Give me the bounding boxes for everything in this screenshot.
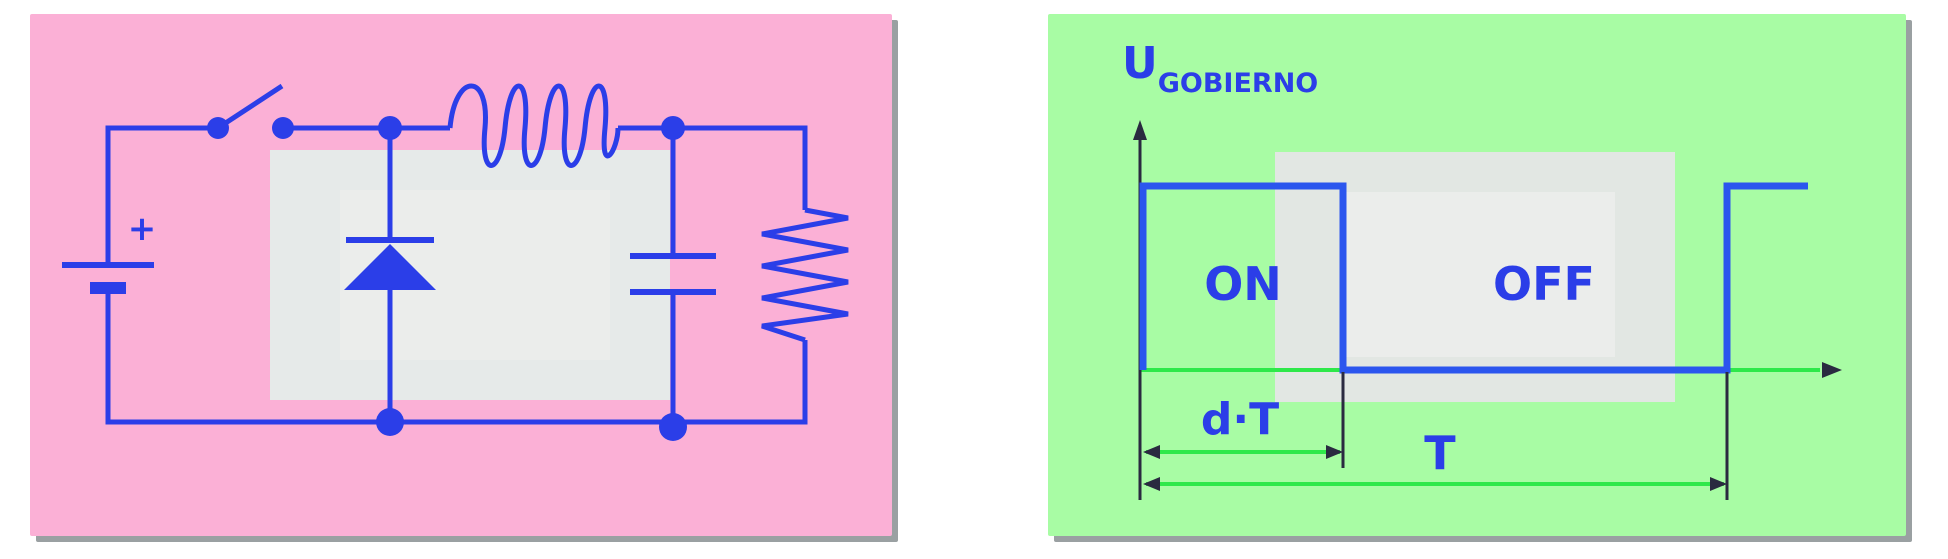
on-time-arrow-right bbox=[1326, 445, 1343, 459]
period-arrow-left bbox=[1143, 477, 1160, 491]
on-label: ON bbox=[1204, 257, 1282, 311]
signal-label-main: U bbox=[1122, 38, 1158, 89]
junction-diode-bottom bbox=[376, 408, 404, 436]
battery-plus-label: + bbox=[128, 209, 157, 249]
switch-blade bbox=[216, 83, 284, 131]
signal-label: UGOBIERNO bbox=[1122, 38, 1318, 99]
wire-cap-node-to-resistor bbox=[673, 125, 808, 210]
diode-symbol bbox=[344, 237, 436, 290]
resistor-symbol bbox=[761, 207, 849, 343]
on-time-arrow-left bbox=[1143, 445, 1160, 459]
period-label: T bbox=[1424, 426, 1456, 480]
inductor-symbol bbox=[447, 83, 621, 168]
circuit-panel: + bbox=[30, 14, 898, 542]
time-axis-arrow bbox=[1822, 362, 1842, 378]
dimension-lines bbox=[1143, 372, 1729, 500]
capacitor-symbol bbox=[630, 253, 716, 295]
waveform-inner-box-inner bbox=[1345, 192, 1615, 357]
junction-cap-bottom bbox=[659, 413, 687, 441]
junction-dots bbox=[376, 116, 687, 441]
switch-contact-right bbox=[272, 117, 294, 139]
battery-symbol: + bbox=[62, 209, 156, 294]
junction-cap-top bbox=[661, 116, 685, 140]
switch-symbol bbox=[207, 83, 294, 139]
waveform-panel: UGOBIERNO ON OFF d·T T bbox=[1048, 14, 1912, 542]
pwm-signal-line bbox=[1139, 182, 1808, 374]
wire-resistor-to-ground bbox=[105, 290, 808, 425]
switch-contact-left bbox=[207, 117, 229, 139]
off-label: OFF bbox=[1493, 257, 1595, 311]
junction-diode-top bbox=[378, 116, 402, 140]
signal-label-subscript: GOBIERNO bbox=[1158, 68, 1319, 99]
diode-triangle bbox=[344, 244, 436, 290]
circuit-wires bbox=[105, 125, 808, 425]
voltage-axis-arrow bbox=[1133, 120, 1147, 140]
period-arrow-right bbox=[1710, 477, 1727, 491]
battery-short-plate bbox=[90, 282, 126, 294]
wire-battery-to-switch bbox=[105, 125, 218, 265]
on-time-label: d·T bbox=[1201, 394, 1279, 445]
